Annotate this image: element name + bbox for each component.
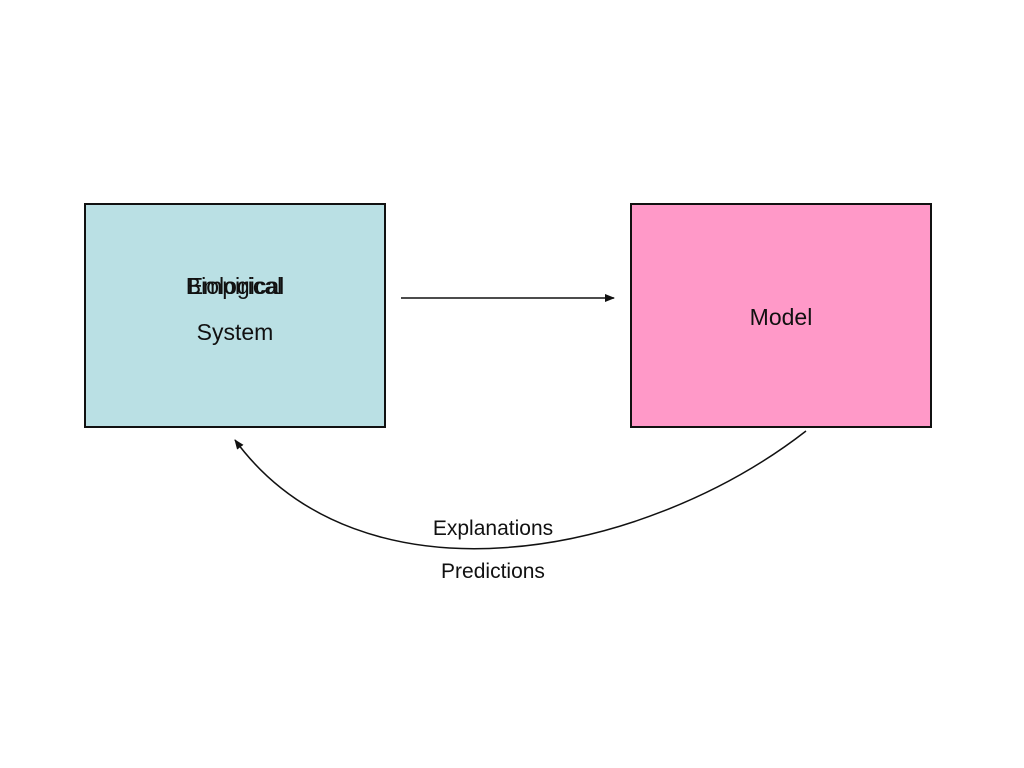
right-box-label-model: Model (749, 304, 813, 330)
left-box-label-system: System (196, 319, 274, 345)
curve-label-explanations: Explanations (432, 517, 554, 540)
model-box (630, 203, 932, 428)
left-box-label-empirical: Empirical (187, 273, 283, 299)
biological-system-box (84, 203, 386, 428)
curve-label-predictions: Predictions (441, 560, 545, 583)
left-box-label-biological: Biological (185, 273, 285, 299)
